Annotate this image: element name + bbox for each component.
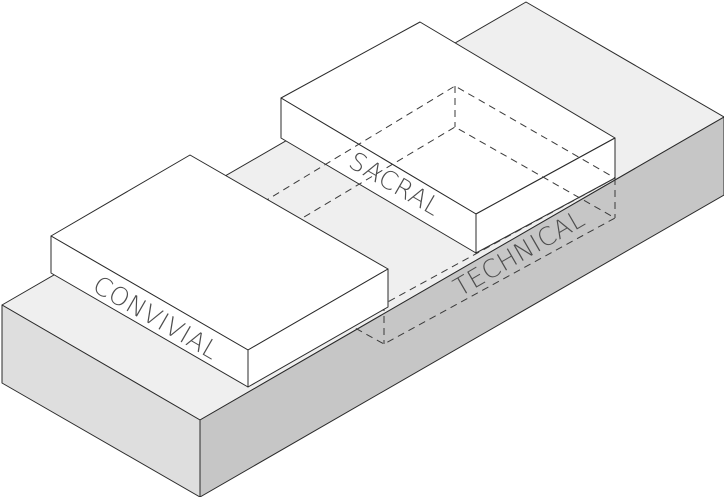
convivial-block — [50, 154, 389, 388]
base-side-face — [199, 116, 724, 497]
base-front-face — [1, 304, 201, 497]
convivial-side-face — [247, 268, 389, 388]
sacral-block — [280, 21, 616, 254]
